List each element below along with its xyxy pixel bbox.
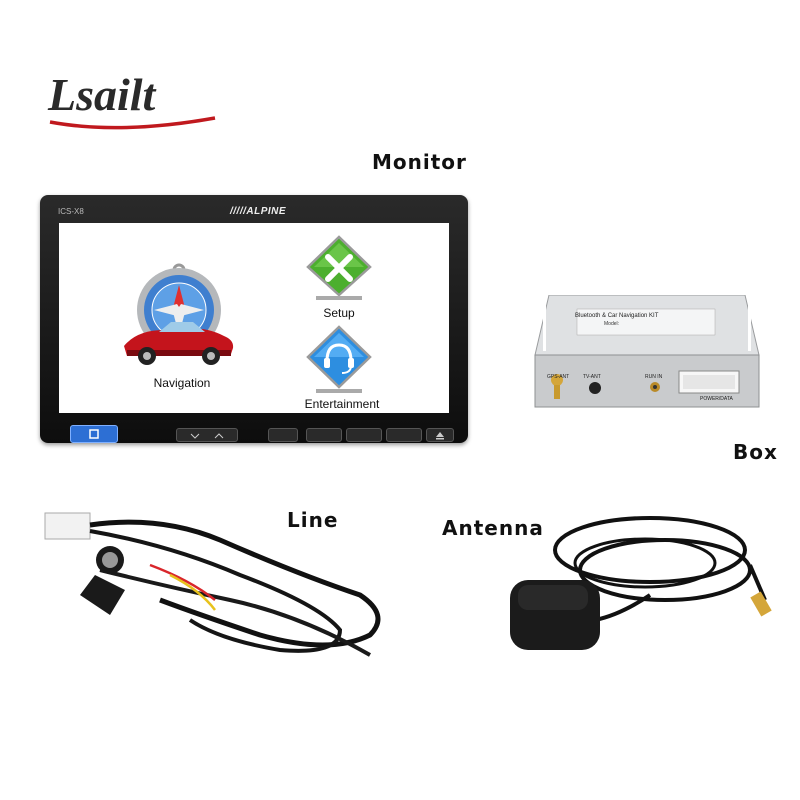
box-label: Box	[733, 440, 778, 464]
monitor-label: Monitor	[372, 150, 467, 174]
kit-model: Model:	[604, 321, 620, 327]
kit-title: Bluetooth & Car Navigation KIT	[575, 313, 659, 319]
monitor-unit: ICS-X8 /////ALPINE Navigation Setup	[40, 195, 468, 443]
monitor-screen: Navigation Setup Entertainment	[59, 223, 449, 413]
bezel-button-2[interactable]	[346, 428, 382, 442]
logo-text: Lsailt	[47, 69, 157, 120]
eject-button[interactable]	[426, 428, 454, 442]
bezel-button-1[interactable]	[306, 428, 342, 442]
square-icon	[89, 429, 99, 439]
screen-mode-button[interactable]	[268, 428, 298, 442]
brand-logo: /////ALPINE	[230, 206, 287, 217]
up-down-button[interactable]	[176, 428, 238, 442]
menu-item-entertainment[interactable]: Entertainment	[304, 397, 380, 411]
lsailt-logo: Lsailt	[47, 69, 216, 130]
gps-antenna	[510, 516, 772, 650]
wire-harness	[44, 512, 381, 657]
port-power: POWER/DATA	[700, 396, 733, 402]
logo-swoosh	[49, 116, 216, 130]
navigation-box	[534, 295, 760, 408]
headset-icon[interactable]	[304, 325, 374, 393]
line-label: Line	[287, 508, 339, 532]
eject-icon	[436, 432, 444, 440]
model-tag: ICS-X8	[58, 207, 84, 216]
port-tv: TV-ANT	[583, 374, 601, 380]
bezel-button-3[interactable]	[386, 428, 422, 442]
home-button[interactable]	[70, 425, 118, 443]
menu-item-setup[interactable]: Setup	[323, 306, 355, 320]
antenna-label: Antenna	[442, 516, 544, 540]
chevron-down-up-icon	[190, 433, 224, 439]
port-gps: GPS-ANT	[547, 374, 570, 380]
setup-tools-icon[interactable]	[304, 235, 374, 300]
compass-car-icon[interactable]	[119, 258, 239, 368]
port-run: RUN IN	[645, 374, 663, 380]
menu-item-navigation[interactable]: Navigation	[153, 376, 211, 390]
